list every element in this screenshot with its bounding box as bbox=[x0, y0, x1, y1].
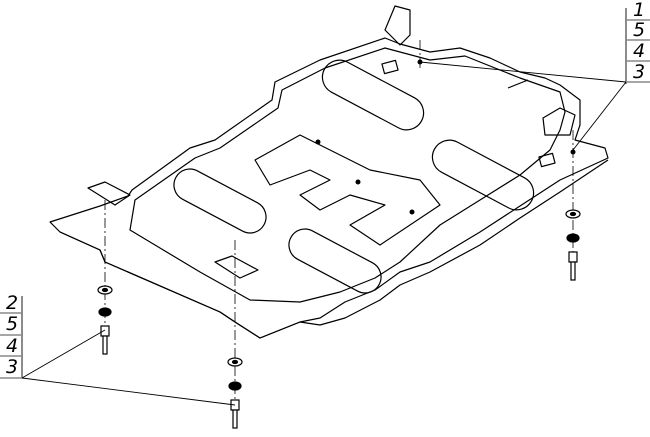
plate-inner-outline bbox=[129, 47, 566, 303]
slot-4 bbox=[288, 228, 382, 294]
callout-label: 3 bbox=[5, 356, 19, 378]
slot-3 bbox=[173, 168, 267, 234]
callout-label: 4 bbox=[632, 40, 646, 62]
callout-label: 1 bbox=[632, 0, 646, 21]
callout-label: 4 bbox=[5, 335, 19, 357]
plate-edge bbox=[59, 159, 609, 339]
fastener-right bbox=[565, 209, 581, 281]
bracket-bottom bbox=[214, 255, 259, 279]
bracket-right bbox=[542, 107, 576, 136]
slot-small bbox=[507, 79, 529, 89]
fastener-left bbox=[97, 285, 113, 355]
center-rib bbox=[254, 134, 441, 246]
bracket-left bbox=[87, 181, 131, 206]
callout-label: 3 bbox=[632, 61, 646, 83]
callout-label: 5 bbox=[632, 19, 646, 41]
hole-square-2 bbox=[538, 152, 556, 168]
bracket-top bbox=[384, 5, 411, 46]
hole-square-1 bbox=[381, 59, 399, 75]
slot-1 bbox=[321, 59, 425, 131]
callout-label: 5 bbox=[5, 313, 19, 335]
slot-2 bbox=[431, 139, 535, 211]
plate-outline bbox=[49, 37, 609, 339]
callout-label: 2 bbox=[5, 292, 19, 314]
